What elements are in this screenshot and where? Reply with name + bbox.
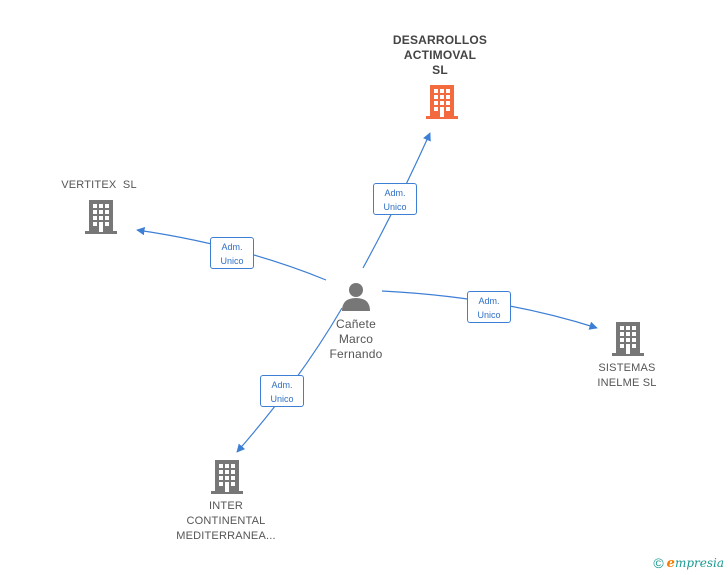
center-person-label[interactable]: Cañete Marco Fernando (310, 317, 402, 362)
company-name-line: SISTEMAS (598, 362, 656, 374)
brand-logo: empresia (667, 556, 724, 571)
brand-name: mpresia (674, 555, 724, 570)
person-icon[interactable] (341, 281, 371, 311)
company-label-inter[interactable]: INTER CONTINENTAL MEDITERRANEA... (160, 499, 292, 544)
edge-role-line: Unico (477, 310, 501, 320)
edge-role-line: Unico (220, 256, 244, 266)
brand-initial: e (666, 555, 675, 571)
edge-role-line: Adm. (384, 188, 406, 198)
company-name-line: SL (432, 63, 448, 77)
building-icon[interactable] (211, 458, 243, 494)
edge-role-line: Adm. (478, 296, 500, 306)
edge-role-line: Adm. (221, 242, 243, 252)
edge-role-line: Unico (270, 394, 294, 404)
company-name-line: DESARROLLOS (392, 33, 488, 47)
edge-role-line: Unico (383, 202, 407, 212)
company-name-line: CONTINENTAL (186, 515, 266, 527)
edge-role-badge[interactable]: Adm. Unico (260, 375, 304, 407)
company-name-line: ACTIMOVAL (403, 48, 477, 62)
center-name-line-2: Marco (338, 332, 374, 346)
company-name-line: INTER (209, 500, 243, 512)
copyright-icon: © (653, 555, 664, 571)
building-icon[interactable] (612, 320, 644, 356)
building-icon[interactable] (426, 83, 458, 119)
center-name-line-3: Fernando (329, 347, 383, 361)
brand-footer[interactable]: © empresia (653, 555, 724, 571)
company-name-line: MEDITERRANEA... (176, 530, 276, 542)
company-label-vertitex[interactable]: VERTITEX SL (40, 178, 158, 193)
company-name-line: INELME SL (597, 377, 657, 389)
company-name-line: VERTITEX SL (61, 179, 137, 191)
company-label-desarrollos[interactable]: DESARROLLOS ACTIMOVAL SL (380, 33, 500, 78)
edge-role-badge[interactable]: Adm. Unico (373, 183, 417, 215)
center-name-line-1: Cañete (336, 317, 376, 331)
edge-role-badge[interactable]: Adm. Unico (467, 291, 511, 323)
edge-role-badge[interactable]: Adm. Unico (210, 237, 254, 269)
company-label-sistemas[interactable]: SISTEMAS INELME SL (576, 361, 678, 391)
edge-role-line: Adm. (271, 380, 293, 390)
building-icon[interactable] (85, 198, 117, 234)
